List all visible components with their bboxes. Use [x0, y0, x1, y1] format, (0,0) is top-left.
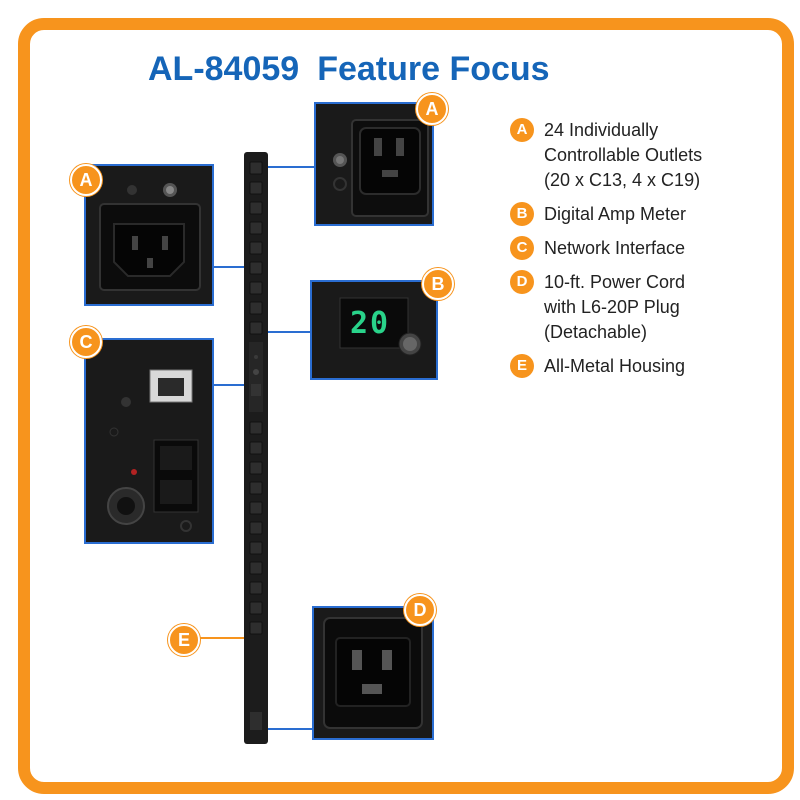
- amp-meter-readout: 20: [350, 306, 391, 341]
- legend-item-b: B Digital Amp Meter: [510, 202, 780, 227]
- pdu-outlets-svg: [249, 161, 263, 730]
- legend-badge-d: D: [510, 270, 534, 294]
- feature-legend: A 24 Individually Controllable Outlets (…: [510, 118, 780, 388]
- c13-outlet-icon: [99, 183, 201, 291]
- legend-text-d: 10-ft. Power Cord with L6-20P Plug (Deta…: [544, 272, 686, 342]
- amp-meter-svg: [339, 297, 422, 356]
- badge-a-top: A: [416, 93, 448, 125]
- model-number: AL-84059: [148, 50, 300, 88]
- epo-port-icon: [107, 487, 145, 525]
- knob-icon: [403, 337, 417, 351]
- connector-e: [196, 637, 244, 639]
- legend-text-c: Network Interface: [544, 238, 686, 258]
- feature-focus-heading: Feature Focus: [317, 50, 550, 88]
- legend-badge-b: B: [510, 202, 534, 226]
- legend-badge-a: A: [510, 118, 534, 142]
- pdu-strip: [244, 152, 268, 744]
- panel-c19-outlet: [314, 102, 434, 226]
- legend-item-e: E All-Metal Housing: [510, 354, 780, 379]
- badge-c: C: [70, 326, 102, 358]
- badge-d: D: [404, 594, 436, 626]
- legend-badge-c: C: [510, 236, 534, 260]
- panel-amp-meter: 20: [310, 280, 438, 380]
- network-interface-svg: [107, 369, 199, 532]
- connector-b: [268, 331, 312, 333]
- legend-badge-e: E: [510, 354, 534, 378]
- connector-a-top: [268, 166, 316, 168]
- legend-item-c: C Network Interface: [510, 236, 780, 261]
- orange-frame: [18, 18, 794, 794]
- connector-c: [214, 384, 244, 386]
- badge-a-left: A: [70, 164, 102, 196]
- c19-outlet-icon: [333, 119, 429, 217]
- badge-b: B: [422, 268, 454, 300]
- panel-power-inlet: [312, 606, 434, 740]
- dual-rj45-port-icon: [153, 439, 199, 513]
- rj45-port-icon: [149, 369, 193, 403]
- badge-e: E: [168, 624, 200, 656]
- panel-c13-outlet: [84, 164, 214, 306]
- connector-a-left: [212, 266, 244, 268]
- panel-network-interface: [84, 338, 214, 544]
- page-title: AL-84059 Feature Focus: [148, 50, 550, 89]
- connector-d: [268, 728, 314, 730]
- c20-inlet-icon: [323, 617, 423, 729]
- legend-text-a: 24 Individually Controllable Outlets (20…: [544, 120, 703, 190]
- legend-item-a: A 24 Individually Controllable Outlets (…: [510, 118, 780, 193]
- legend-text-e: All-Metal Housing: [544, 356, 686, 376]
- legend-text-b: Digital Amp Meter: [544, 204, 687, 224]
- legend-item-d: D 10-ft. Power Cord with L6-20P Plug (De…: [510, 270, 780, 345]
